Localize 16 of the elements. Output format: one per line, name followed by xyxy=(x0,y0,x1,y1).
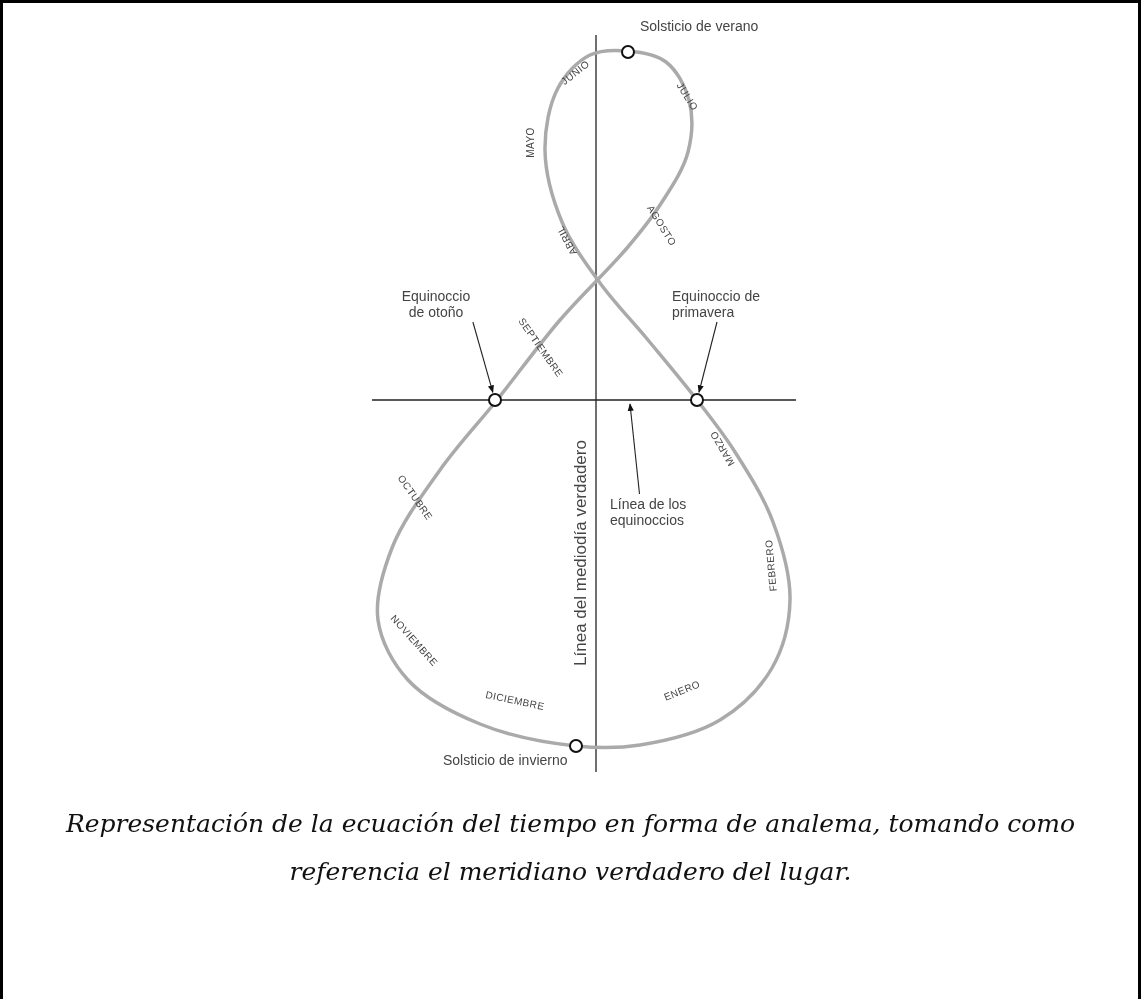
point-marker xyxy=(488,393,502,407)
leader-arrow xyxy=(627,403,641,495)
month-label: MAYO xyxy=(524,126,536,158)
point-marker xyxy=(621,45,635,59)
leader-arrow xyxy=(697,321,718,393)
point-label: Solsticio de invierno xyxy=(443,752,568,768)
caption: Representación de la ecuación del tiempo en forma de analema, tomando como referencia el meridiano verdadero del lugar. xyxy=(64,808,1077,888)
point-label: Solsticio de verano xyxy=(640,18,759,34)
callout-label: Equinoccio de otoño xyxy=(395,288,477,320)
callout-label: Equinoccio de primavera xyxy=(672,288,772,320)
callout-label: Línea de los equinoccios xyxy=(610,496,728,528)
leader-arrow xyxy=(472,321,494,394)
point-marker xyxy=(690,393,704,407)
axis-label: Línea del mediodía verdadero xyxy=(572,440,589,666)
point-marker xyxy=(569,739,583,753)
month-label: FEBRERO xyxy=(763,538,779,592)
